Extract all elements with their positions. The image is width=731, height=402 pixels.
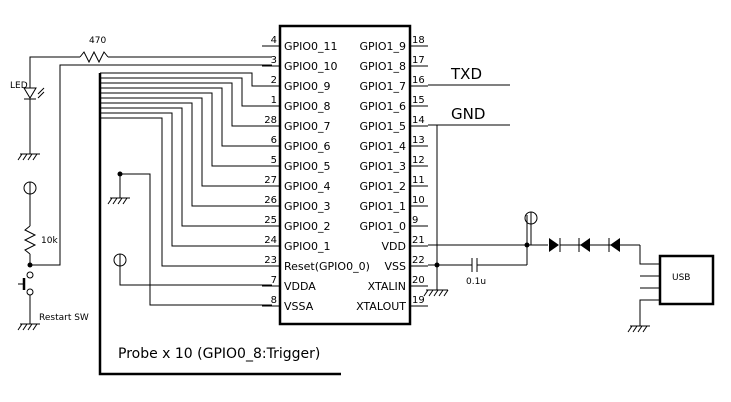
right-pin-name: GPIO1_3 bbox=[359, 160, 406, 173]
ground-symbol-vssa bbox=[107, 197, 130, 205]
left-pin-name: GPIO0_11 bbox=[284, 40, 338, 53]
right-pin-name: GPIO1_6 bbox=[359, 100, 406, 113]
probe-wire bbox=[100, 72, 272, 87]
resistor-470 bbox=[79, 50, 109, 64]
right-pin-number: 18 bbox=[412, 35, 425, 46]
diode-chain bbox=[549, 238, 640, 252]
ic-body bbox=[278, 24, 412, 326]
left-pin-number: 25 bbox=[264, 215, 277, 226]
right-pin-name: GPIO1_8 bbox=[359, 60, 406, 73]
ground-symbol-usb bbox=[627, 325, 650, 333]
left-pin-name: GPIO0_1 bbox=[284, 240, 331, 253]
cap-value: 0.1u bbox=[466, 277, 486, 287]
left-pin-name: GPIO0_3 bbox=[284, 200, 331, 213]
capacitor bbox=[471, 258, 478, 272]
probe-wire bbox=[100, 82, 272, 127]
probe-wire bbox=[100, 77, 272, 107]
right-pin-name: VDD bbox=[382, 240, 406, 253]
left-pin-name: GPIO0_5 bbox=[284, 160, 331, 173]
ground-symbol bbox=[423, 289, 449, 297]
right-pin-number: 14 bbox=[412, 115, 425, 126]
resistor-10k bbox=[23, 225, 37, 255]
left-pin-name: GPIO0_7 bbox=[284, 120, 331, 133]
right-pin-name: GPIO1_5 bbox=[359, 120, 406, 133]
left-pin-number: 26 bbox=[264, 195, 277, 206]
right-pin-name: GPIO1_2 bbox=[359, 180, 406, 193]
probe-wire bbox=[100, 92, 272, 167]
right-pin-number: 16 bbox=[412, 75, 425, 86]
usb-connector bbox=[658, 254, 715, 306]
txd-label: TXD bbox=[450, 65, 482, 83]
probe-bundle-border bbox=[98, 73, 341, 376]
right-pin-number: 15 bbox=[412, 95, 425, 106]
vcc-symbol-left bbox=[23, 181, 37, 195]
right-pin-name: GPIO1_4 bbox=[359, 140, 406, 153]
resistor-470-value: 470 bbox=[89, 36, 106, 46]
right-pin-number: 21 bbox=[412, 235, 425, 246]
left-pin-name: GPIO0_4 bbox=[284, 180, 331, 193]
gnd-label: GND bbox=[451, 105, 485, 123]
right-pin-name: XTALOUT bbox=[356, 300, 406, 313]
right-pin-name: GPIO1_7 bbox=[359, 80, 406, 93]
right-pin-number: 12 bbox=[412, 155, 425, 166]
left-pin-number: 5 bbox=[271, 155, 277, 166]
left-pin-number: 23 bbox=[264, 255, 277, 266]
left-pin-number: 28 bbox=[264, 115, 277, 126]
vcc-symbol-right bbox=[524, 211, 538, 245]
left-pin-number: 27 bbox=[264, 175, 277, 186]
right-pin-number: 22 bbox=[412, 255, 425, 266]
right-pin-number: 10 bbox=[412, 195, 425, 206]
usb-label: USB bbox=[672, 273, 690, 283]
right-pin-name: GPIO1_0 bbox=[359, 220, 406, 233]
right-pin-number: 19 bbox=[412, 295, 425, 306]
left-pin-number: 3 bbox=[271, 55, 277, 66]
restart-sw-label: Restart SW bbox=[39, 313, 89, 323]
left-pin-number: 6 bbox=[271, 135, 277, 146]
right-pin-name: XTALIN bbox=[368, 280, 406, 293]
right-pin-number: 17 bbox=[412, 55, 425, 66]
right-pin-number: 11 bbox=[412, 175, 425, 186]
right-pin-number: 20 bbox=[412, 275, 425, 286]
left-pin-number: 4 bbox=[271, 35, 277, 46]
right-pin-name: VSS bbox=[385, 260, 407, 273]
probe-wire bbox=[100, 87, 272, 147]
left-pin-number: 1 bbox=[271, 95, 277, 106]
left-pin-name: Reset(GPIO0_0) bbox=[284, 260, 370, 273]
probe-wire bbox=[100, 107, 272, 227]
left-pin-name: VSSA bbox=[284, 300, 314, 313]
right-pin-name: GPIO1_9 bbox=[359, 40, 406, 53]
restart-switch bbox=[18, 271, 34, 296]
left-pin-name: VDDA bbox=[284, 280, 316, 293]
vcc-symbol-vdda bbox=[113, 253, 127, 267]
probe-wire bbox=[100, 112, 272, 247]
probe-wire bbox=[100, 117, 272, 267]
left-pin-name: GPIO0_6 bbox=[284, 140, 331, 153]
ground-symbol-switch bbox=[17, 323, 40, 331]
left-pin-number: 24 bbox=[264, 235, 277, 246]
right-pin-number: 9 bbox=[412, 215, 418, 226]
right-pin-number: 13 bbox=[412, 135, 425, 146]
left-pin-number: 7 bbox=[271, 275, 277, 286]
probe-wire bbox=[100, 102, 272, 207]
left-pin-name: GPIO0_9 bbox=[284, 80, 331, 93]
left-pin-name: GPIO0_8 bbox=[284, 100, 331, 113]
resistor-10k-value: 10k bbox=[41, 236, 58, 246]
probe-note: Probe x 10 (GPIO0_8:Trigger) bbox=[118, 346, 320, 362]
probe-bundle bbox=[100, 72, 272, 267]
ic-right-pins: 18GPIO1_917GPIO1_816GPIO1_715GPIO1_614GP… bbox=[356, 35, 428, 313]
probe-wire bbox=[100, 97, 272, 187]
left-pin-number: 2 bbox=[271, 75, 277, 86]
right-pin-name: GPIO1_1 bbox=[359, 200, 406, 213]
led-label: LED bbox=[10, 81, 28, 91]
ground-symbol-led bbox=[17, 153, 40, 161]
left-pin-name: GPIO0_2 bbox=[284, 220, 331, 233]
left-pin-number: 8 bbox=[271, 295, 277, 306]
left-pin-name: GPIO0_10 bbox=[284, 60, 338, 73]
